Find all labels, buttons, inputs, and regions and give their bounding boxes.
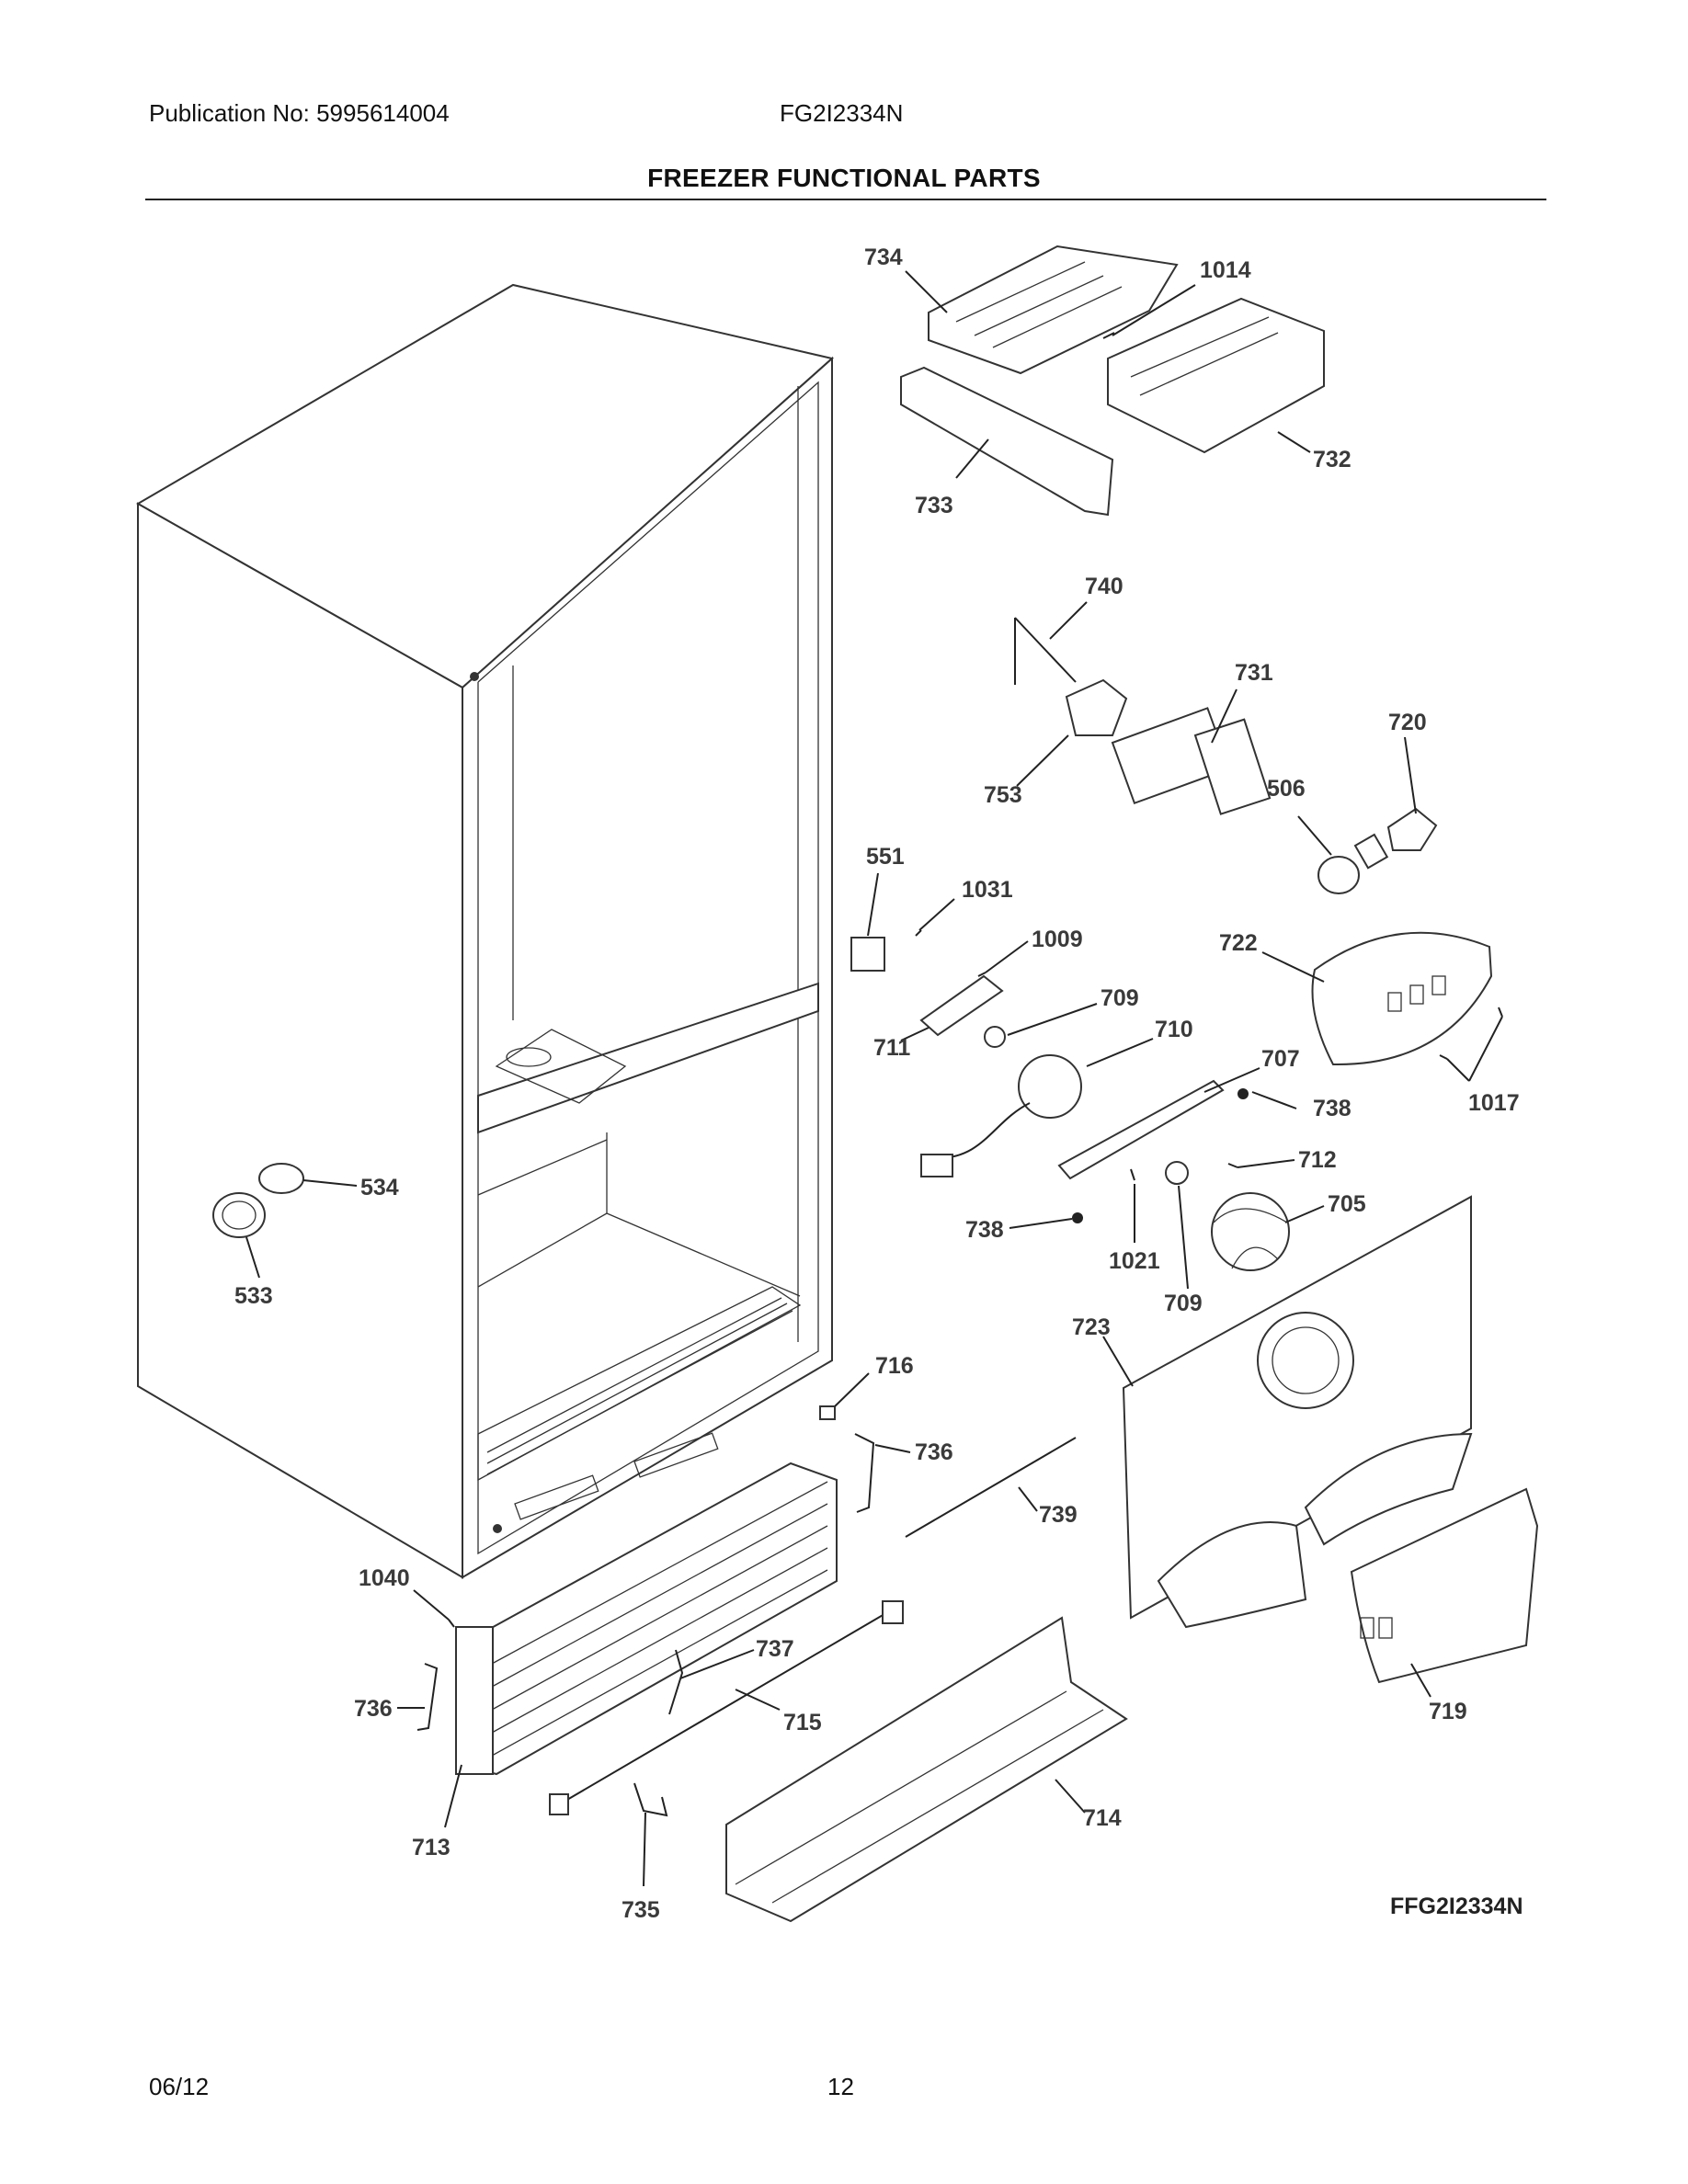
callout-737: 737 <box>756 1636 794 1662</box>
callout-739: 739 <box>1039 1502 1078 1528</box>
callout-1031: 1031 <box>962 877 1013 903</box>
callout-733: 733 <box>915 493 953 518</box>
callout-709-upper: 709 <box>1101 985 1139 1011</box>
callout-506: 506 <box>1267 776 1306 802</box>
callout-736-upper: 736 <box>915 1439 953 1465</box>
footer-date: 06/12 <box>149 2073 210 2100</box>
callout-720: 720 <box>1388 710 1427 735</box>
callout-1040: 1040 <box>359 1565 410 1591</box>
parts-drawings <box>212 245 1539 1923</box>
title-divider <box>145 199 1546 200</box>
callout-753: 753 <box>984 782 1022 808</box>
callout-714: 714 <box>1083 1805 1122 1831</box>
model-number: FG2I2334N <box>780 99 904 127</box>
callout-1021: 1021 <box>1109 1248 1160 1274</box>
page-title: FREEZER FUNCTIONAL PARTS <box>647 164 1041 192</box>
callout-716: 716 <box>875 1353 914 1379</box>
callout-1014: 1014 <box>1200 257 1251 283</box>
leader-lines <box>245 270 1503 1887</box>
callout-732: 732 <box>1313 447 1352 472</box>
callout-710: 710 <box>1155 1017 1193 1042</box>
cabinet-drawing <box>135 283 835 1579</box>
publication-number: Publication No: 5995614004 <box>149 99 450 127</box>
callout-534: 534 <box>360 1175 399 1200</box>
diagram-code: FFG2I2334N <box>1390 1894 1523 1919</box>
callout-1017: 1017 <box>1468 1090 1520 1116</box>
callout-711: 711 <box>873 1035 910 1061</box>
callout-719: 719 <box>1429 1699 1467 1724</box>
callout-707: 707 <box>1261 1046 1300 1072</box>
callout-740: 740 <box>1085 574 1123 599</box>
callout-738-lower: 738 <box>965 1217 1004 1243</box>
callout-723: 723 <box>1072 1314 1111 1340</box>
callout-734: 734 <box>864 245 903 270</box>
callout-551: 551 <box>866 844 905 870</box>
callout-709-lower: 709 <box>1164 1291 1203 1316</box>
callout-735: 735 <box>622 1897 660 1923</box>
callout-722: 722 <box>1219 930 1258 956</box>
callout-labels: 734 1014 732 733 740 731 720 753 506 551… <box>234 245 1523 1923</box>
callout-533: 533 <box>234 1283 273 1309</box>
callout-1009: 1009 <box>1032 927 1083 952</box>
page-number: 12 <box>827 2073 854 2100</box>
callout-736-lower: 736 <box>354 1696 393 1722</box>
callout-712: 712 <box>1298 1147 1337 1173</box>
callout-705: 705 <box>1328 1191 1366 1217</box>
callout-731: 731 <box>1235 660 1273 686</box>
callout-715: 715 <box>783 1710 822 1735</box>
callout-738-upper: 738 <box>1313 1096 1352 1121</box>
callout-713: 713 <box>412 1835 451 1860</box>
